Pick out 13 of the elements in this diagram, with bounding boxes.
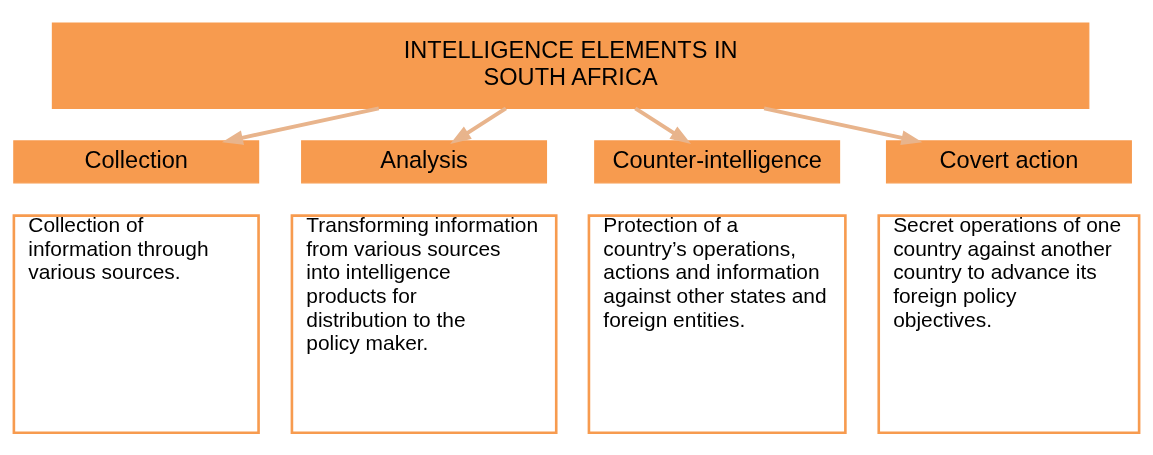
node-box: Collection	[13, 139, 260, 183]
node-box: INTELLIGENCE ELEMENTS IN SOUTH AFRICA	[51, 22, 1090, 109]
arrow	[450, 106, 507, 144]
arrow	[634, 106, 692, 144]
arrow	[221, 105, 380, 145]
node-box: Analysis	[301, 139, 548, 183]
node-box: Collection of information through various sources.	[12, 213, 260, 434]
arrow	[763, 105, 923, 145]
node-box: Counter-intelligence	[594, 139, 841, 183]
node-box: Secret operations of one country against another country to advance its foreign policy objectives.	[877, 213, 1141, 434]
node-box: Protection of a country’s operations, actions and information against other states and foreign entities.	[587, 213, 847, 434]
node-box: Transforming information from various sources into intelligence products for distribution to the policy maker.	[290, 213, 558, 434]
node-box: Covert action	[885, 139, 1132, 183]
